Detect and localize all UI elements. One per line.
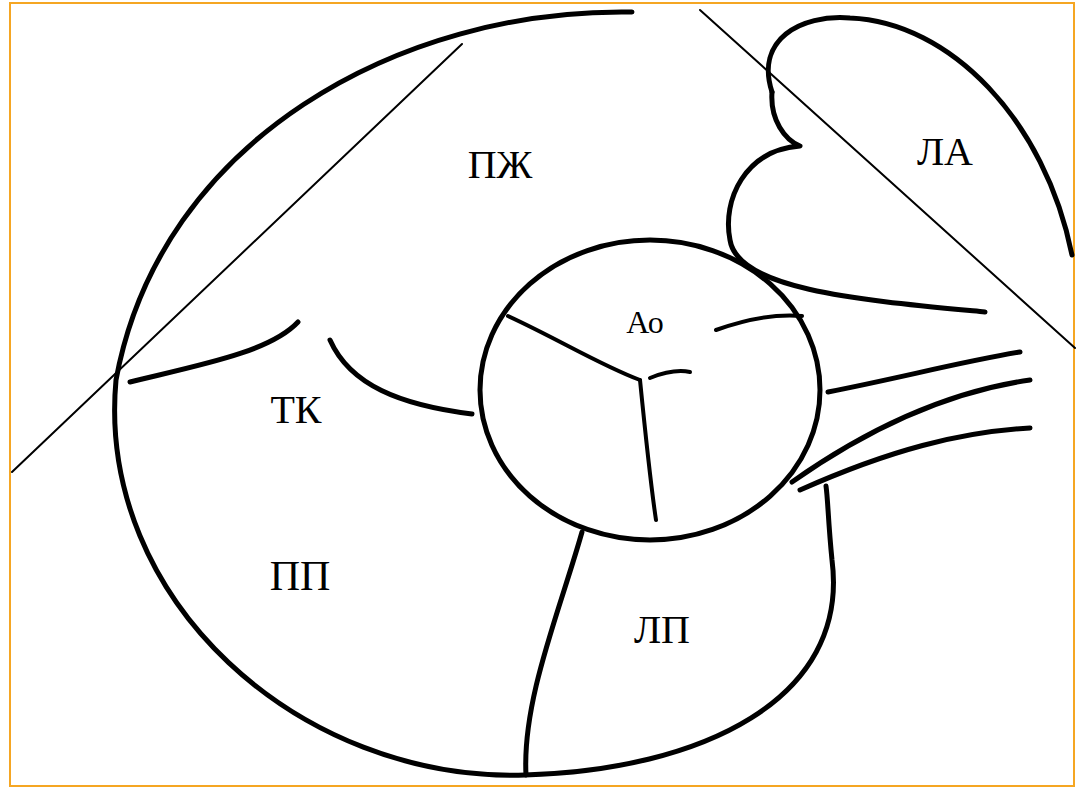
valve-cusp xyxy=(640,380,656,520)
part-label: ЛА xyxy=(917,132,973,172)
tricuspid-leaflet xyxy=(130,322,298,382)
valve-cusp xyxy=(650,371,690,378)
vessel-wall xyxy=(800,428,1030,490)
tricuspid-leaflet xyxy=(330,340,472,414)
part-label: ПП xyxy=(270,555,331,597)
part-label: ПЖ xyxy=(468,145,533,185)
part-label: ЛП xyxy=(634,610,690,650)
pulmonary-valve xyxy=(728,92,985,312)
pulmonary-artery xyxy=(768,18,1072,255)
scan-line xyxy=(700,10,1075,348)
part-label: ТК xyxy=(270,390,321,430)
valve-cusp xyxy=(508,316,640,380)
aortic-root xyxy=(480,240,820,540)
septum xyxy=(526,532,582,775)
heart-outline xyxy=(115,12,834,775)
part-label: Ао xyxy=(626,306,663,338)
valve-cusp xyxy=(716,316,802,330)
scan-line xyxy=(12,44,462,472)
frame xyxy=(10,3,1074,786)
